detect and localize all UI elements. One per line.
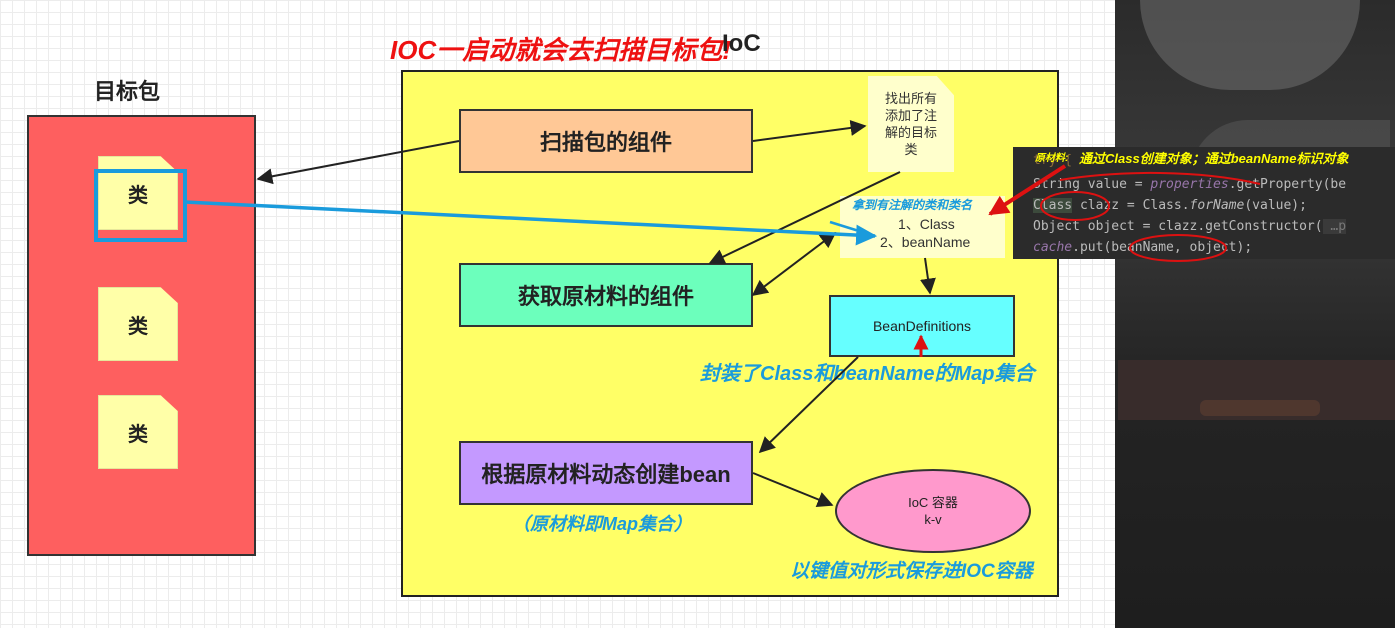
class-circle [1040, 191, 1110, 221]
class-note-3: 类 [98, 395, 178, 469]
code-line-3: Object object = clazz.getConstructor( …p [1033, 219, 1347, 234]
make-to-ioc-arrow [752, 472, 834, 508]
found-class-line: 1、Class [898, 216, 955, 232]
code-token: …p [1322, 219, 1347, 234]
bean-to-make-arrow [758, 356, 859, 454]
bean-definitions-label: BeanDefinitions [872, 318, 972, 334]
save-caption: 以键值对形式保存进IOC容器 [790, 561, 1033, 582]
code-snippet-panel: try { 原材料: 通过Class创建对象；通过beanName标识对象 St… [1013, 147, 1395, 259]
class-to-found-arrow [184, 200, 878, 246]
ioc-scan-caption: IOC一启动就会去扫描目标包! [390, 35, 731, 65]
target-package-label: 目标包 [94, 79, 161, 104]
ioc-container-label: IoC 容器 [908, 495, 958, 510]
code-line-try: try { [1033, 153, 1073, 168]
class-note-label: 类 [128, 184, 148, 207]
code-token: properties [1150, 177, 1229, 192]
code-token: (value); [1244, 198, 1307, 213]
background-shape [1200, 400, 1320, 416]
find-note-line: 找出所有 [884, 91, 937, 106]
get-material-component: 获取原材料的组件 [459, 263, 753, 327]
class-note-label: 类 [128, 315, 148, 338]
code-token: .put(beanName, object); [1072, 240, 1253, 255]
raw-material-caption: （原材料即Map集合） [512, 514, 692, 534]
find-note-line: 解的目标 [884, 125, 937, 140]
find-annotated-note: 找出所有 添加了注 解的目标 类 [868, 76, 954, 172]
ioc-container-kv: k-v [924, 512, 942, 527]
code-to-found-arrow [988, 164, 1067, 216]
class-to-found-arrow-tail [829, 220, 876, 238]
code-token: .getProperty(be [1228, 177, 1347, 192]
code-token: Object object = clazz.getConstructor( [1033, 219, 1323, 234]
code-line-4: cache.put(beanName, object); [1033, 240, 1252, 255]
selected-class-highlight [94, 169, 187, 242]
ioc-title: IoC [722, 30, 761, 57]
properties-underline [1059, 171, 1261, 185]
code-line-1: String value = properties.getProperty(be [1033, 177, 1346, 192]
map-caption: 封装了Class和beanName的Map集合 [700, 363, 1035, 385]
find-note-line: 添加了注 [884, 108, 937, 123]
scan-component: 扫描包的组件 [459, 109, 753, 173]
code-token: cache [1033, 240, 1073, 255]
create-bean-component: 根据原材料动态创建bean [459, 441, 753, 505]
background-video-panel [1115, 0, 1395, 628]
beanname-circle [1129, 234, 1227, 262]
scan-to-package-arrow [256, 140, 460, 185]
found-classes-heading: 拿到有注解的类和类名 [852, 198, 973, 212]
code-token: forName [1189, 198, 1245, 213]
note-to-get-arrow [708, 171, 901, 264]
code-small-label: 原材料: [1035, 153, 1069, 164]
code-title: 通过Class创建对象；通过beanName标识对象 [1079, 151, 1349, 166]
found-to-bean-arrow [920, 257, 936, 295]
find-note-line: 类 [904, 142, 918, 157]
scan-to-note-arrow [752, 119, 867, 142]
class-note-label: 类 [128, 423, 148, 446]
class-note-1: 类 [98, 156, 178, 230]
ioc-container-ellipse: IoC 容器 k-v [835, 469, 1031, 553]
class-note-2: 类 [98, 287, 178, 361]
get-found-arrow [751, 232, 837, 296]
found-beanname-line: 2、beanName [880, 234, 971, 250]
